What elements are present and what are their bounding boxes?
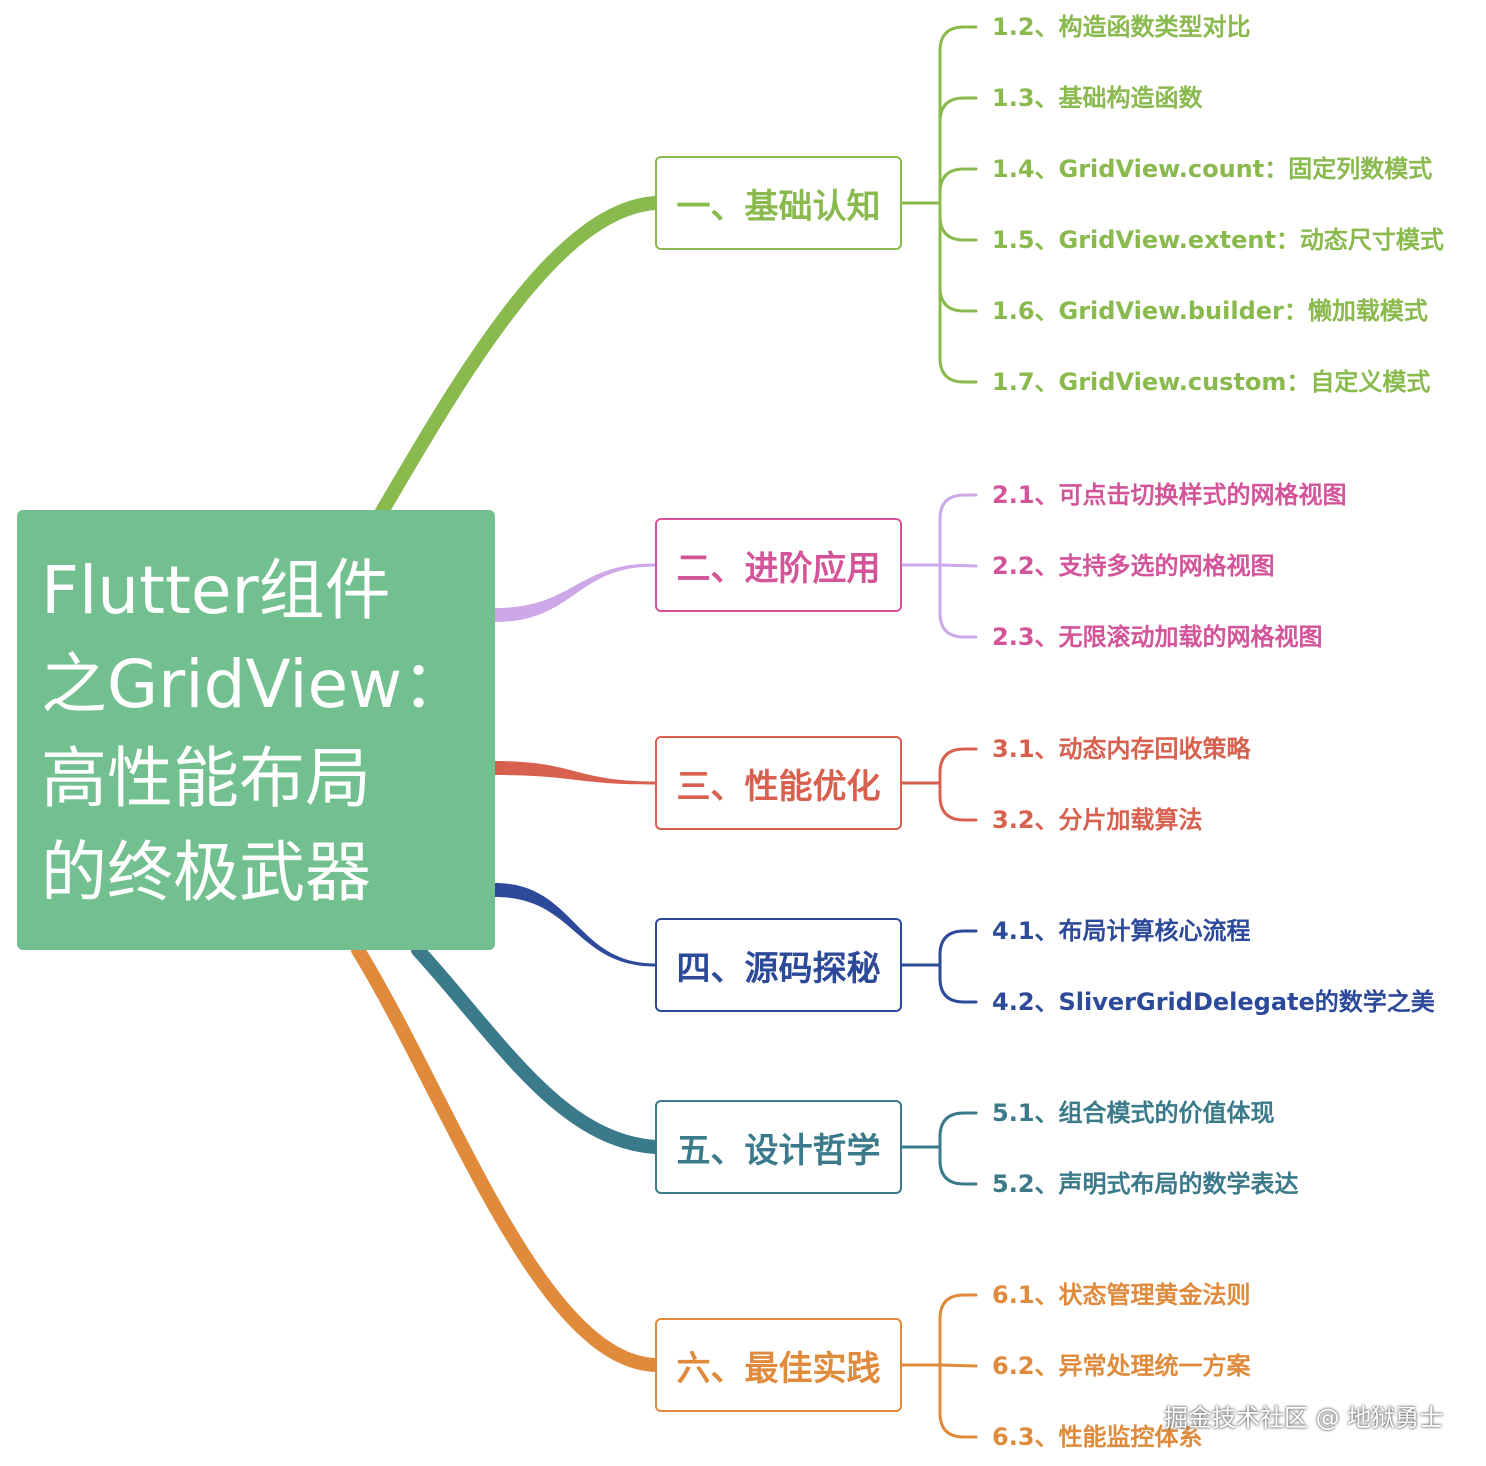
leaf-link [938,1293,978,1367]
leaf-link [938,929,978,967]
leaf-link [938,1363,978,1439]
leaf-topic[interactable]: 2.1、可点击切换样式的网格视图 [992,481,1347,509]
leaf-link [938,563,978,568]
branch-source[interactable]: 四、源码探秘 [655,918,902,1012]
leaf-link [938,493,978,567]
branch-performance[interactable]: 三、性能优化 [655,736,902,830]
root-link [495,761,655,785]
leaf-link [938,963,978,1004]
leaf-topic[interactable]: 1.2、构造函数类型对比 [992,13,1251,41]
leaf-topic[interactable]: 5.1、组合模式的价值体现 [992,1099,1275,1127]
leaf-topic[interactable]: 2.2、支持多选的网格视图 [992,552,1275,580]
leaf-link [938,25,978,205]
leaf-topic[interactable]: 1.5、GridView.extent：动态尺寸模式 [992,226,1444,254]
root-topic[interactable]: Flutter组件 之GridView： 高性能布局 的终极武器 [17,510,495,950]
root-title-line: Flutter组件 [41,552,391,629]
leaf-topic[interactable]: 2.3、无限滚动加载的网格视图 [992,623,1323,651]
root-link [495,563,655,622]
leaf-link [938,563,978,639]
watermark: 掘金技术社区 @ 地狱勇士 [1164,1404,1444,1432]
branch-design[interactable]: 五、设计哲学 [655,1100,902,1194]
leaf-topic[interactable]: 3.1、动态内存回收策略 [992,735,1251,763]
root-link [411,943,662,1154]
root-title-line: 高性能布局 [41,740,371,817]
leaf-topic[interactable]: 5.2、声明式布局的数学表达 [992,1170,1299,1198]
leaf-topic[interactable]: 1.3、基础构造函数 [992,84,1203,112]
leaf-topic[interactable]: 6.3、性能监控体系 [992,1423,1203,1451]
root-link [373,196,662,522]
leaf-link [938,96,978,205]
leaf-link [938,781,978,822]
leaf-link [938,747,978,785]
root-title-line: 之GridView： [41,646,469,723]
branch-advanced[interactable]: 二、进阶应用 [655,518,902,612]
leaf-topic[interactable]: 1.7、GridView.custom：自定义模式 [992,368,1431,396]
leaf-topic[interactable]: 6.1、状态管理黄金法则 [992,1281,1251,1309]
root-link [351,943,662,1372]
leaf-link [938,201,978,242]
branch-basics[interactable]: 一、基础认知 [655,156,902,250]
leaf-topic[interactable]: 1.4、GridView.count：固定列数模式 [992,155,1433,183]
leaf-topic[interactable]: 3.2、分片加载算法 [992,806,1203,834]
leaf-link [938,1111,978,1149]
leaf-link [938,167,978,205]
leaf-topic[interactable]: 4.2、SliverGridDelegate的数学之美 [992,988,1435,1016]
leaf-topic[interactable]: 1.6、GridView.builder：懒加载模式 [992,297,1428,325]
root-title-line: 的终极武器 [41,834,371,911]
root-link [495,883,655,967]
leaf-topic[interactable]: 6.2、异常处理统一方案 [992,1352,1251,1380]
leaf-topic[interactable]: 4.1、布局计算核心流程 [992,917,1251,945]
leaf-link [938,201,978,384]
branch-practice[interactable]: 六、最佳实践 [655,1318,902,1412]
leaf-link [938,201,978,313]
leaf-link [938,1145,978,1186]
leaf-link [938,1363,978,1368]
